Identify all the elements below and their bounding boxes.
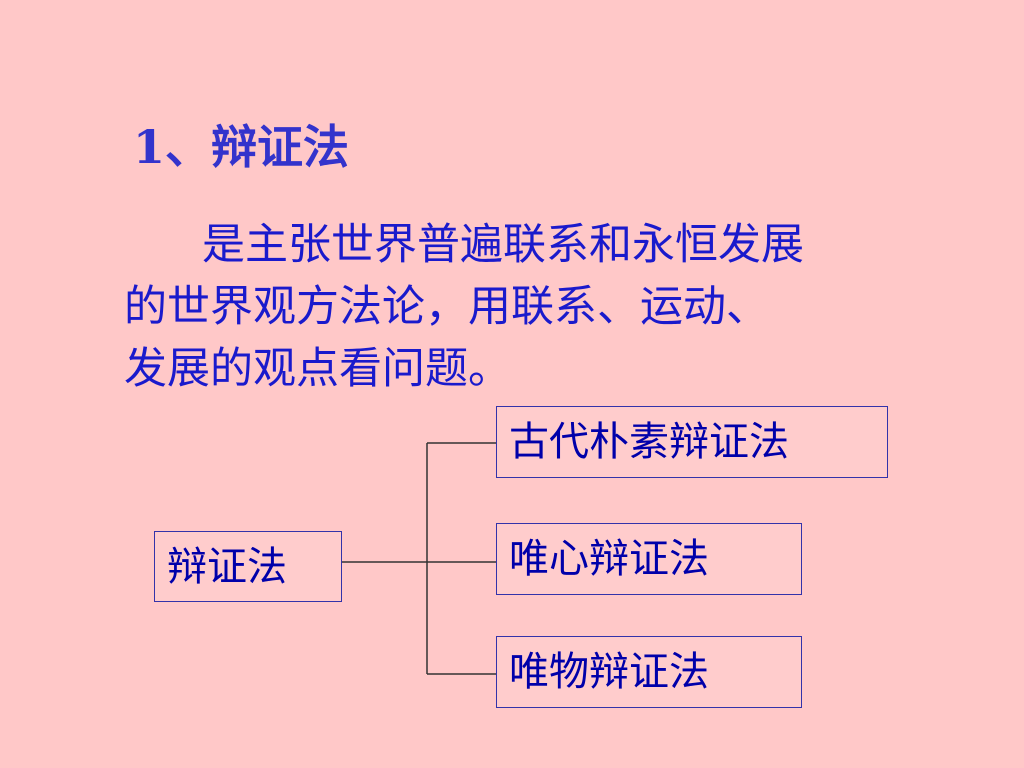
diagram-branch-label-ancient: 古代朴素辩证法: [509, 419, 789, 465]
definition-line-2: 的世界观方法论，用联系、运动、: [124, 282, 769, 332]
diagram-branch-box-ancient: 古代朴素辩证法: [496, 406, 888, 478]
definition-paragraph: 是主张世界普遍联系和永恒发展的世界观方法论，用联系、运动、发展的观点看问题。: [124, 214, 924, 400]
definition-line-1: 是主张世界普遍联系和永恒发展: [202, 220, 804, 270]
diagram-branch-box-materialist: 唯物辩证法: [496, 636, 802, 708]
diagram-root-box: 辩证法: [154, 531, 342, 602]
diagram-branch-box-idealist: 唯心辩证法: [496, 523, 802, 595]
diagram-branch-label-idealist: 唯心辩证法: [509, 536, 709, 582]
diagram-root-label: 辩证法: [167, 543, 287, 590]
slide-title: 1、辩证法: [133, 120, 350, 174]
diagram-branch-label-materialist: 唯物辩证法: [509, 649, 709, 695]
definition-line-3: 发展的观点看问题。: [124, 344, 511, 394]
